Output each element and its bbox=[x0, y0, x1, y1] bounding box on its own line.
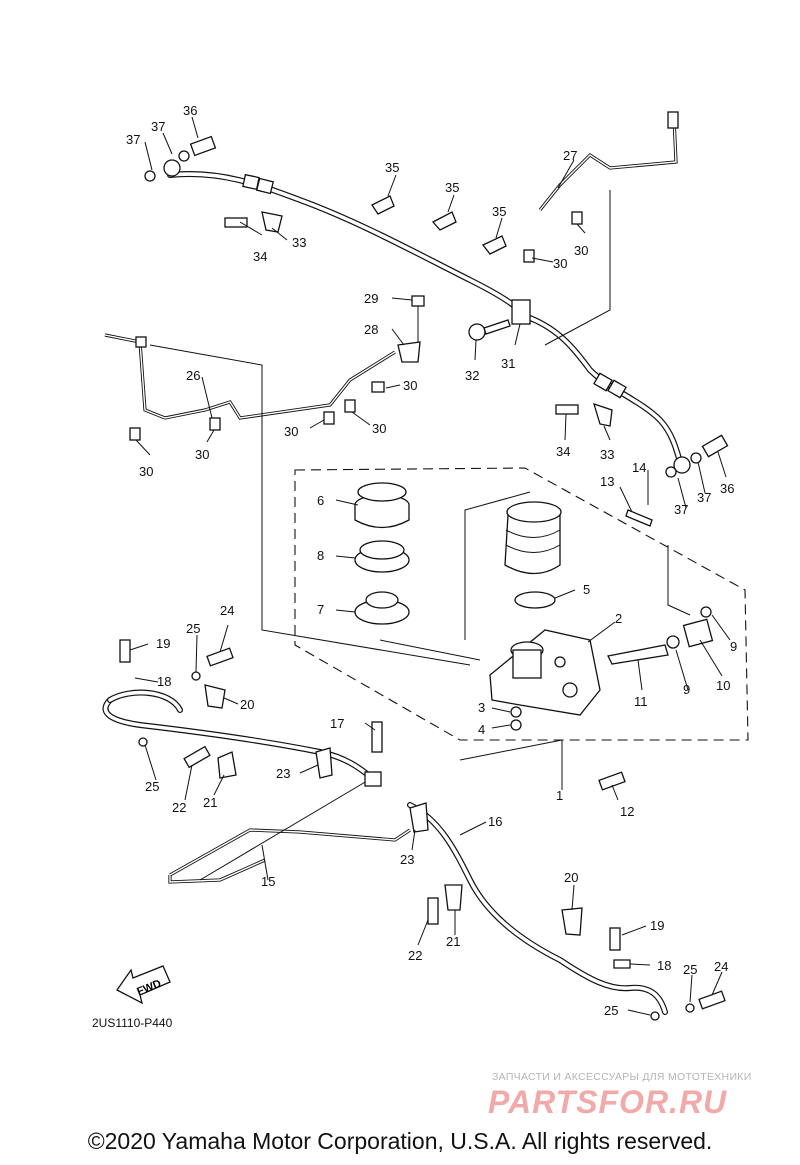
callout-labels: 1 2 3 4 5 6 7 8 9 9 10 11 12 13 14 15 16… bbox=[126, 103, 737, 1018]
callout-30-e: 30 bbox=[372, 421, 386, 436]
callout-34-upper: 34 bbox=[253, 249, 267, 264]
reservoir-cap-6 bbox=[354, 482, 410, 529]
callout-36-upper: 36 bbox=[183, 103, 197, 118]
callout-14: 14 bbox=[632, 460, 646, 475]
callout-26: 26 bbox=[186, 368, 200, 383]
callout-28: 28 bbox=[364, 322, 378, 337]
callout-22-right: 22 bbox=[408, 948, 422, 963]
detail-boundary bbox=[294, 467, 749, 741]
callout-12: 12 bbox=[620, 804, 634, 819]
forward-arrow-icon: FWD bbox=[116, 965, 171, 1005]
callout-18-right: 18 bbox=[657, 958, 671, 973]
brake-pipe-27 bbox=[538, 111, 679, 211]
callout-34-lower: 34 bbox=[556, 444, 570, 459]
callout-19-right: 19 bbox=[650, 918, 664, 933]
callout-31: 31 bbox=[501, 356, 515, 371]
small-parts bbox=[119, 135, 729, 1021]
callout-29: 29 bbox=[364, 291, 378, 306]
brake-pipe-26 bbox=[104, 333, 396, 420]
callout-6: 6 bbox=[317, 493, 324, 508]
callout-10: 10 bbox=[716, 678, 730, 693]
callout-11: 11 bbox=[634, 694, 648, 709]
callout-30-d: 30 bbox=[284, 424, 298, 439]
callout-37-lower: 37 bbox=[674, 502, 688, 517]
callout-1: 1 bbox=[556, 788, 563, 803]
callout-36-lower: 36 bbox=[720, 481, 734, 496]
brake-hose-16 bbox=[407, 802, 668, 1015]
diaphragm-plate-8 bbox=[354, 540, 410, 573]
callout-32: 32 bbox=[465, 368, 479, 383]
callout-5: 5 bbox=[583, 582, 590, 597]
callout-30-c: 30 bbox=[403, 378, 417, 393]
callout-30-a: 30 bbox=[574, 243, 588, 258]
brake-hose-left bbox=[102, 689, 375, 881]
copyright-notice: ©2020 Yamaha Motor Corporation, U.S.A. A… bbox=[87, 1128, 713, 1154]
callout-35-c: 35 bbox=[492, 204, 506, 219]
callout-20-left: 20 bbox=[240, 697, 254, 712]
master-cylinder-body bbox=[489, 629, 601, 716]
callout-16: 16 bbox=[488, 814, 502, 829]
leader-lines bbox=[129, 116, 731, 1016]
callout-21-right: 21 bbox=[446, 934, 460, 949]
reservoir-tank bbox=[504, 501, 562, 575]
callout-37-lower-b: 37 bbox=[697, 490, 711, 505]
callout-27: 27 bbox=[563, 148, 577, 163]
callout-2: 2 bbox=[615, 611, 622, 626]
callout-17: 17 bbox=[330, 716, 344, 731]
callout-21-left: 21 bbox=[203, 795, 217, 810]
callout-9-upper: 9 bbox=[730, 639, 737, 654]
callout-30-b: 30 bbox=[553, 256, 567, 271]
callout-23-left: 23 bbox=[276, 766, 290, 781]
hose-clamp-5 bbox=[514, 591, 556, 609]
callout-24-left: 24 bbox=[220, 603, 234, 618]
callout-30-g: 30 bbox=[139, 464, 153, 479]
callout-25-right-bottom: 25 bbox=[604, 1003, 618, 1018]
callout-24-right: 24 bbox=[714, 959, 728, 974]
watermark-tagline: ЗАПЧАСТИ И АКСЕССУАРЫ ДЛЯ МОТОТЕХНИКИ bbox=[492, 1071, 752, 1083]
callout-33-upper: 33 bbox=[292, 235, 306, 250]
watermark-brand: PARTSFOR.RU bbox=[488, 1084, 728, 1120]
callout-22-left: 22 bbox=[172, 800, 186, 815]
callout-23-right: 23 bbox=[400, 852, 414, 867]
callout-3: 3 bbox=[478, 700, 485, 715]
upper-brake-hose bbox=[163, 159, 691, 474]
callout-13: 13 bbox=[600, 474, 614, 489]
callout-30-f: 30 bbox=[195, 447, 209, 462]
callout-35-b: 35 bbox=[445, 180, 459, 195]
callout-37-upper-left: 37 bbox=[126, 132, 140, 147]
callout-9-lower: 9 bbox=[683, 682, 690, 697]
callout-20-right: 20 bbox=[564, 870, 578, 885]
callout-37-upper-right: 37 bbox=[151, 119, 165, 134]
callout-25-right-top: 25 bbox=[683, 962, 697, 977]
pin-13 bbox=[625, 509, 653, 527]
callout-18-left: 18 bbox=[157, 674, 171, 689]
callout-15: 15 bbox=[261, 874, 275, 889]
callout-33-lower: 33 bbox=[600, 447, 614, 462]
callout-8: 8 bbox=[317, 548, 324, 563]
brake-pipe-15 bbox=[168, 828, 411, 884]
callout-35-a: 35 bbox=[385, 160, 399, 175]
drawing-code: 2US1110-P440 bbox=[92, 1016, 173, 1030]
callout-4: 4 bbox=[478, 722, 485, 737]
nut-9 bbox=[666, 635, 680, 649]
clevis-10 bbox=[682, 606, 714, 648]
callout-19-left: 19 bbox=[156, 636, 170, 651]
callout-25-left-bottom: 25 bbox=[145, 779, 159, 794]
push-rod-11 bbox=[607, 644, 669, 665]
callout-25-left-top: 25 bbox=[186, 621, 200, 636]
callout-7: 7 bbox=[317, 602, 324, 617]
diaphragm-7 bbox=[354, 591, 410, 625]
